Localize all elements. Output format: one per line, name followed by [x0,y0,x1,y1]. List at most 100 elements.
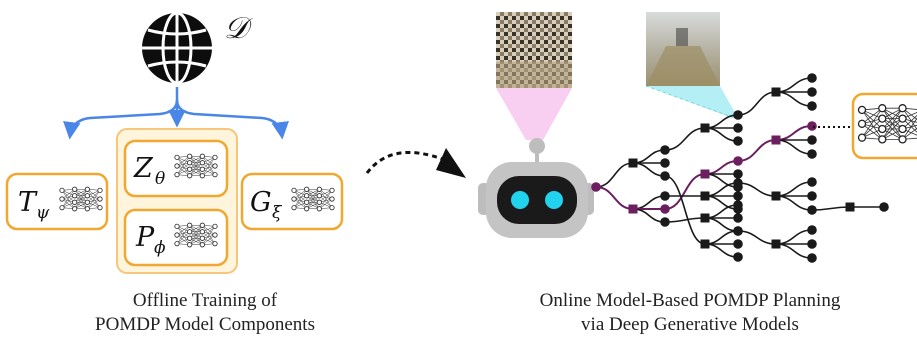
action-node [700,191,710,201]
tree-edge [737,139,777,162]
action-node [700,169,710,179]
observation-node [807,177,817,187]
observation-node [733,191,743,201]
observation-node [807,225,817,235]
observation-node [733,204,743,214]
offline-caption-line2: POMDP Model Components [95,314,315,335]
observation-node [733,136,743,146]
observation-node [660,204,670,214]
neural-network-icon [857,104,917,144]
observation-node [733,252,743,262]
tree-edge [775,195,813,211]
observation-node [733,169,743,179]
online-planning-caption: Online Model-Based POMDP Planning via De… [495,289,885,337]
tree-edge [664,217,706,223]
tree-edge [704,173,739,188]
tree-edge [632,208,666,223]
arrow-left [63,99,179,140]
observation-cone-pink [496,88,572,140]
observation-node [807,101,817,111]
transition-model-base: T [18,187,38,218]
tree-edge [664,127,706,151]
distribution-arrows [63,87,289,140]
observation-node [807,191,817,201]
tree-edge [811,206,851,211]
observation-node [807,87,817,97]
tree-edge [664,173,706,210]
observation-model-base: Z [133,153,154,184]
action-node [771,239,781,249]
generator-model-sub: ξ [272,203,283,223]
action-node [700,123,710,133]
tree-edge [775,139,813,155]
action-node [628,158,638,168]
search-tree [591,73,889,263]
observation-node [807,121,817,131]
dataset-symbol: 𝒟 [224,11,253,46]
observation-node [733,239,743,249]
tree-edge [632,149,666,164]
observation-node [660,145,670,155]
tree-edge [737,182,777,197]
tree-edge [632,162,666,177]
action-node [845,202,855,212]
noisy-observation-image [496,12,572,140]
observation-node [660,158,670,168]
tree-edge [595,162,634,188]
tree-edge [737,91,777,116]
action-node [628,204,638,214]
transition-model-box: T ψ [5,172,109,231]
observation-node [660,217,670,227]
observation-node [733,156,743,166]
tree-edge [737,230,777,245]
particle-model-box: P ϕ [123,208,229,267]
online-caption-line2: via Deep Generative Models [581,314,799,335]
transition-model-sub: ψ [36,203,50,223]
observation-node [807,135,817,145]
action-node [700,213,710,223]
observation-node [807,253,817,263]
tree-edge [704,204,739,219]
observation-model-box: Z θ [123,139,229,198]
observation-node [807,205,817,215]
dashed-arrow-icon [365,148,466,178]
tree-edge [704,195,739,210]
action-node [771,135,781,145]
tree-edge [775,181,813,197]
observation-node [660,191,670,201]
observation-node [807,73,817,83]
tree-edge [704,230,739,245]
action-node [700,239,710,249]
offline-caption-line1: Offline Training of [132,290,278,311]
neural-network-icon [59,186,103,212]
particle-model-base: P [135,222,155,253]
observation-node [733,178,743,188]
observation-node [591,182,601,192]
action-node [771,87,781,97]
observation-node [733,123,743,133]
planner-network-box [813,92,917,160]
observation-model-sub: θ [155,169,165,189]
observation-node [733,110,743,120]
generator-model-base: G [250,187,272,218]
tree-edge [664,175,706,245]
tree-edge [704,243,739,258]
observation-node [733,213,743,223]
tree-edge [704,182,739,197]
tree-edge [704,127,739,142]
observation-node [879,202,889,212]
robot-icon [478,138,594,238]
arrow-right [175,99,289,140]
neural-network-icon [174,153,218,179]
observation-node [733,226,743,236]
tree-edge [704,217,739,232]
globe-icon [142,11,212,85]
tree-edge [775,77,813,93]
observation-node [660,171,670,181]
action-node [771,191,781,201]
tree-edge [632,195,666,210]
tree-edge [775,91,813,107]
tree-edge [704,160,739,175]
